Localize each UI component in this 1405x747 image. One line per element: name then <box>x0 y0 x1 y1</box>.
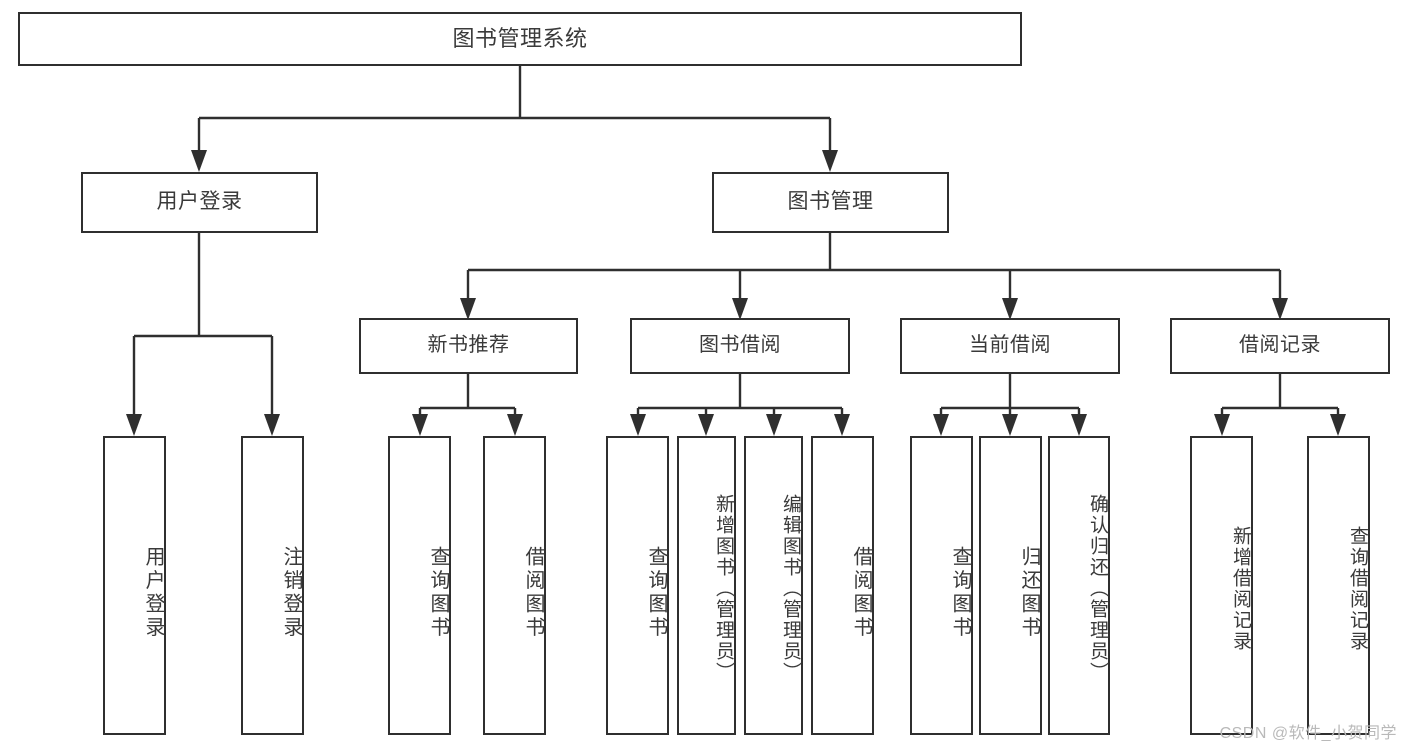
arrowhead-bb-2 <box>698 414 714 436</box>
arrowhead-book-manage <box>822 150 838 172</box>
arrowhead-cb-1 <box>933 414 949 436</box>
arrowhead-l3-2 <box>732 298 748 320</box>
arrowhead-bb-3 <box>766 414 782 436</box>
csdn-watermark: CSDN @软件_小贺同学 <box>1219 725 1397 742</box>
arrowhead-nb-1 <box>412 414 428 436</box>
leaf-current-borrow-confirm-return[interactable]: 确认归还（管理员） <box>1048 436 1110 735</box>
node-new-book-recommend[interactable]: 新书推荐 <box>359 318 578 374</box>
arrowhead-l3-1 <box>460 298 476 320</box>
leaf-borrow-record-add[interactable]: 新增借阅记录 <box>1190 436 1253 735</box>
node-user-login[interactable]: 用户登录 <box>81 172 318 233</box>
arrowhead-l3-3 <box>1002 298 1018 320</box>
arrowhead-cb-2 <box>1002 414 1018 436</box>
leaf-user-login-logout[interactable]: 注销登录 <box>241 436 304 735</box>
node-root[interactable]: 图书管理系统 <box>18 12 1022 66</box>
leaf-book-borrow-edit[interactable]: 编辑图书（管理员） <box>744 436 803 735</box>
arrowhead-br-1 <box>1214 414 1230 436</box>
arrowhead-ul-1 <box>126 414 142 436</box>
node-borrow-record[interactable]: 借阅记录 <box>1170 318 1390 374</box>
arrowhead-br-2 <box>1330 414 1346 436</box>
arrowhead-l3-4 <box>1272 298 1288 320</box>
node-book-borrow[interactable]: 图书借阅 <box>630 318 850 374</box>
arrowhead-bb-4 <box>834 414 850 436</box>
arrowhead-bb-1 <box>630 414 646 436</box>
arrowhead-ul-2 <box>264 414 280 436</box>
leaf-book-borrow-add[interactable]: 新增图书（管理员） <box>677 436 736 735</box>
leaf-new-book-borrow[interactable]: 借阅图书 <box>483 436 546 735</box>
leaf-new-book-query[interactable]: 查询图书 <box>388 436 451 735</box>
leaf-book-borrow-borrow[interactable]: 借阅图书 <box>811 436 874 735</box>
arrowhead-user-login <box>191 150 207 172</box>
leaf-current-borrow-return[interactable]: 归还图书 <box>979 436 1042 735</box>
arrowhead-nb-2 <box>507 414 523 436</box>
leaf-borrow-record-query[interactable]: 查询借阅记录 <box>1307 436 1370 735</box>
node-current-borrow[interactable]: 当前借阅 <box>900 318 1120 374</box>
leaf-book-borrow-query[interactable]: 查询图书 <box>606 436 669 735</box>
node-book-management[interactable]: 图书管理 <box>712 172 949 233</box>
leaf-user-login-login[interactable]: 用户登录 <box>103 436 166 735</box>
arrowhead-cb-3 <box>1071 414 1087 436</box>
leaf-current-borrow-query[interactable]: 查询图书 <box>910 436 973 735</box>
